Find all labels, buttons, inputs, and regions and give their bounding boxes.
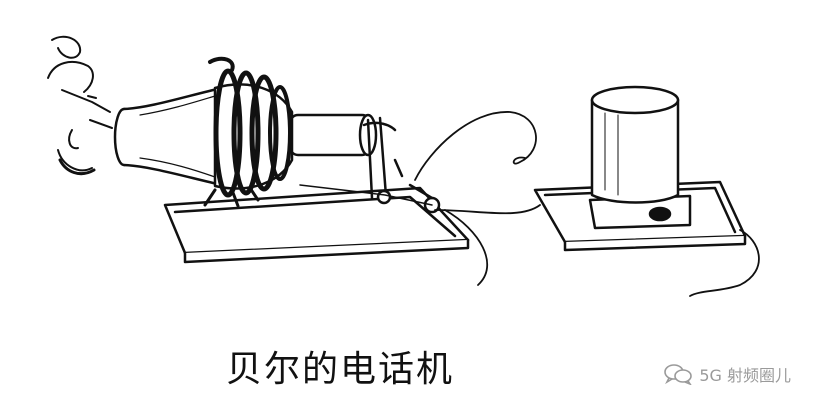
watermark: 5G 射频圈儿 — [663, 362, 791, 386]
telephone-illustration — [47, 35, 760, 297]
receiver-can — [590, 85, 680, 204]
receiver-base — [533, 180, 760, 297]
speaker-face — [47, 35, 113, 176]
figure-caption: 贝尔的电话机 — [225, 349, 454, 390]
wechat-bubbles-icon — [664, 364, 693, 385]
watermark-text: 5G 射频圈儿 — [699, 366, 791, 385]
connecting-wire — [414, 111, 541, 286]
mouthpiece-funnel — [113, 86, 224, 187]
coil-assembly — [203, 56, 378, 208]
diaphragm-stand — [299, 116, 441, 214]
transmitter-base — [163, 186, 470, 264]
